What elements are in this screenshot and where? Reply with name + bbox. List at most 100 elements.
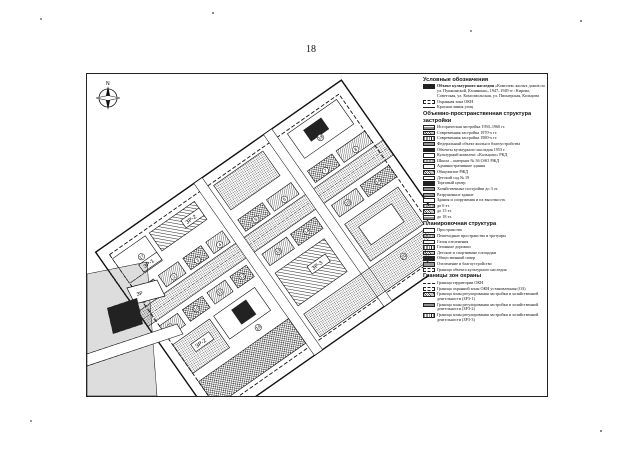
legend-item: Граница зоны регулирования застройки и х… (423, 312, 547, 323)
site-plan-map: N (87, 79, 429, 396)
svg-text:ЗР-2: ЗР-2 (195, 338, 208, 350)
legend-item: Граница зоны регулирования застройки и х… (423, 291, 547, 302)
legend-label: Граница зоны регулирования застройки и х… (437, 301, 539, 312)
legend-swatch (423, 245, 435, 250)
legend-label: Федеральный объект жилья и благоустройст… (437, 140, 521, 146)
map-marker: 15 (344, 199, 351, 206)
legend-swatch (423, 170, 435, 175)
svg-text:19: 19 (255, 324, 262, 331)
legend-label: Граница территории ОКН (437, 279, 484, 285)
scan-speck (580, 20, 582, 22)
legend-swatch (423, 286, 435, 291)
legend-label: Детский сад № 19 (437, 174, 470, 180)
legend-item: Граница территории ОКН (423, 279, 547, 286)
outer-area: ЗР (87, 261, 184, 396)
svg-text:14: 14 (303, 228, 310, 235)
legend-swatch (423, 99, 435, 105)
legend-swatch (423, 203, 435, 209)
legend-item: Разрушенное здание (423, 191, 547, 198)
legend-swatch (423, 233, 435, 239)
svg-text:16: 16 (375, 178, 382, 185)
legend-label: Граница охранной зоны ОКН установленная … (437, 285, 526, 291)
scan-speck (40, 18, 42, 20)
legend-swatch (423, 147, 435, 152)
legend-swatch (423, 192, 435, 197)
zone-tag: ЗР-3 (306, 253, 331, 275)
legend-label: Пешеходные пространства и тротуары (437, 232, 506, 238)
svg-text:4: 4 (217, 242, 222, 248)
legend-label: Пространство (437, 227, 462, 233)
legend-swatch (423, 256, 435, 261)
map-marker: 11 (216, 288, 224, 296)
legend-swatch (423, 198, 435, 203)
legend-item: Объекты культурного наследия 1953 г. (423, 146, 547, 153)
legend-swatch (423, 313, 435, 318)
legend-item: Общежитие РЖД (423, 169, 547, 175)
legend-item: Детский сад № 19 (423, 174, 547, 181)
legend-swatch (423, 262, 435, 267)
legend-label: Красная линия улиц (437, 104, 473, 110)
scan-speck (470, 30, 472, 32)
legend-item: Административные здания (423, 164, 547, 169)
map-sheet: N (86, 73, 548, 397)
legend-item: Охранная зона ОКН (423, 99, 547, 105)
legend-swatch (423, 239, 435, 244)
map-marker: 2 (170, 273, 178, 281)
legend-label: Разрушенное здание (437, 191, 474, 197)
zone-tag: ЗР-2 (190, 331, 215, 353)
legend-label: Объекты культурного наследия 1953 г. (437, 146, 506, 152)
map-marker: 17 (138, 253, 145, 260)
legend-swatch (423, 153, 435, 158)
legend-label: Газонные дорожки (437, 244, 471, 250)
map-marker: 14 (303, 228, 310, 235)
legend-label: Граница зоны регулирования застройки и х… (437, 312, 539, 322)
map-marker: 13 (275, 248, 282, 255)
svg-text:11: 11 (217, 288, 224, 295)
legend-label: до 15 эт. (437, 208, 452, 214)
legend-label: Современная застройка 1980-х гг. (437, 135, 498, 141)
legend-item: Граница охранной зоны ОКН установленная … (423, 285, 547, 292)
legend-label: Граница объекта культурного наследия (437, 266, 507, 272)
legend-swatch (423, 209, 435, 214)
legend-item: Озеленение и благоустройство (423, 261, 547, 267)
map-marker: 12 (239, 273, 246, 280)
map-marker: 10 (193, 305, 200, 312)
legend-item: Газон озеленения (423, 239, 547, 245)
legend-swatch (423, 141, 435, 147)
legend-label: Современная застройка 1970-х гг. (437, 129, 498, 135)
legend-swatch (423, 215, 435, 220)
legend-item: Историческая застройка 1950–1960 гг. (423, 124, 547, 130)
legend-item: Красная линия улиц (423, 104, 547, 110)
legend-title: Условные обозначения (423, 77, 489, 83)
legend-item: Пространство (423, 227, 547, 233)
legend-swatch (423, 302, 435, 308)
map-marker: 19 (255, 324, 262, 331)
legend-swatch (423, 186, 435, 192)
legend-item: Школа – интернат № 36 ОАО РЖД (423, 157, 547, 164)
legend-label: до 18 эт. (437, 214, 452, 219)
north-arrow-icon: N (95, 81, 121, 110)
legend-label: Школа – интернат № 36 ОАО РЖД (437, 157, 500, 163)
legend-swatch (423, 267, 435, 273)
legend-item: до 15 эт. (423, 209, 547, 214)
legend-swatch (423, 164, 435, 169)
svg-text:7: 7 (323, 168, 328, 174)
legend-label: Историческая застройка 1950–1960 гг. (437, 124, 506, 129)
legend-item: Детские и спортивные площадки (423, 249, 547, 256)
page-number: 18 (306, 44, 316, 55)
legend-label: Здания и сооружения и их высотность (437, 197, 506, 203)
svg-text:ЗР-3: ЗР-3 (311, 260, 324, 272)
map-marker: 3 (194, 256, 202, 264)
legend-label: Культурный комплекс «Кольцово» РКД (437, 152, 508, 158)
legend-swatch (423, 292, 435, 297)
map-marker: 18 (317, 134, 324, 141)
legend-swatch (423, 84, 435, 89)
legend-item: Общественный сквер (423, 256, 547, 261)
legend-label: Объект культурного наследия «Комплекс жи… (437, 83, 545, 99)
legend-label: Общественный сквер (437, 255, 476, 261)
legend-item: Объект культурного наследия «Комплекс жи… (423, 84, 547, 98)
legend-label: Граница зоны регулирования застройки и х… (437, 291, 539, 301)
svg-text:ЗР: ЗР (136, 290, 144, 298)
legend-label: Детские и спортивные площадки (437, 249, 497, 255)
svg-text:15: 15 (344, 199, 351, 206)
